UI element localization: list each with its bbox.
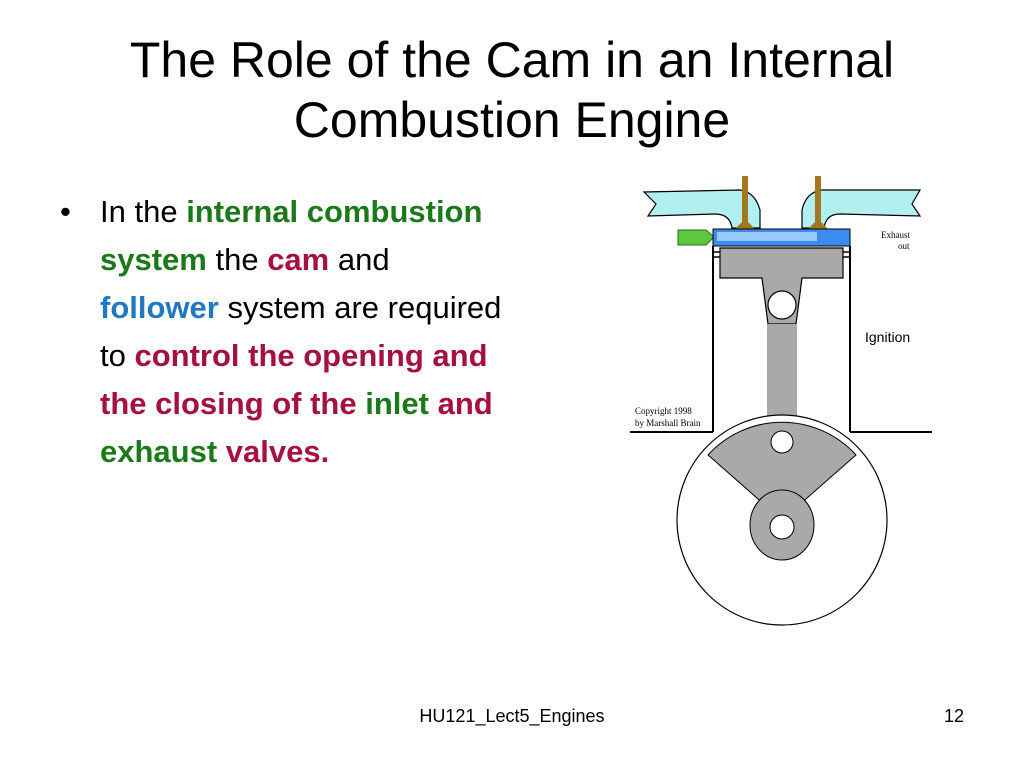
footer-page-number: 12 — [943, 706, 964, 726]
exhaust-label: Exhaust — [881, 230, 910, 240]
bullet-text-plain: In the — [100, 194, 187, 229]
crank-pin — [770, 430, 794, 454]
bullet-text-plain: the — [206, 242, 268, 277]
bullet-text-plain: and — [329, 242, 390, 277]
exhaust-out-label: out — [898, 241, 910, 251]
fuel-mixture-speckle — [717, 232, 817, 241]
intake-valve-stem — [742, 176, 748, 224]
emph-control-opening-closing: control the opening and the closing of t… — [100, 338, 488, 421]
emph-exhaust: exhaust — [100, 434, 218, 469]
exhaust-valve-stem — [815, 176, 821, 224]
emph-internal-combustion-system: internal combustion system — [100, 194, 483, 277]
bullet-item: In the internal combustion system the ca… — [100, 188, 510, 476]
connecting-rod — [767, 324, 797, 424]
emph-cam: cam — [267, 242, 330, 277]
footer-course-label: HU121_Lect5_Engines — [419, 706, 605, 726]
emph-valves: valves. — [217, 434, 330, 469]
engine-diagram: Exhaust out Ignition Copyright 1998 by M… — [630, 176, 932, 626]
bullet-text-plain: system are required to — [100, 290, 502, 373]
ignition-label: Ignition — [865, 329, 910, 345]
title-line-2: Combustion Engine — [293, 92, 731, 148]
exhaust-valve-head — [807, 222, 829, 230]
emph-follower: follower — [100, 290, 219, 325]
bullet-list: • In the internal combustion system the … — [60, 188, 510, 476]
title-line-1: The Role of the Cam in an Internal — [129, 32, 895, 88]
crankshaft-center — [769, 514, 795, 540]
emph-inlet: inlet — [365, 386, 429, 421]
copyright-line-2: by Marshall Brain — [635, 418, 701, 428]
copyright-line-1: Copyright 1998 — [635, 406, 692, 416]
exhaust-port — [801, 189, 922, 229]
emph-and: and — [428, 386, 493, 421]
intake-valve-head — [734, 222, 756, 230]
crank-arm — [707, 421, 857, 521]
spark-plug-icon — [677, 229, 715, 246]
slide-title: The Role of the Cam in an Internal Combu… — [20, 30, 1004, 150]
bullet-marker: • — [60, 194, 71, 229]
wrist-pin — [767, 290, 797, 320]
